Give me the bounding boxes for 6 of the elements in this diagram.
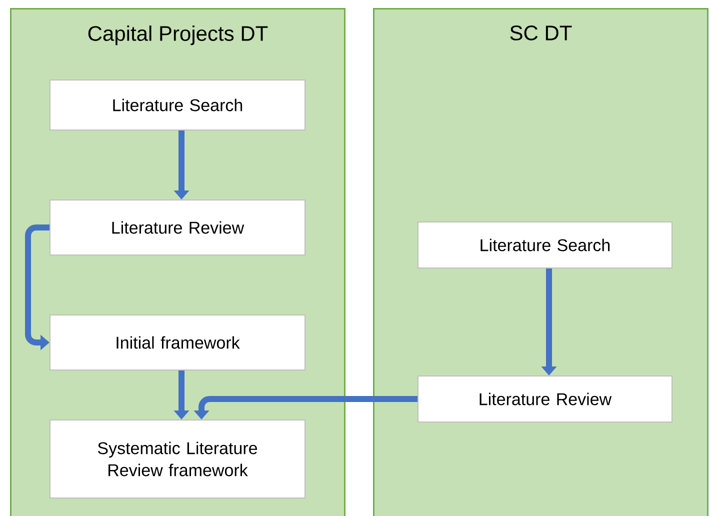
process-box: Literature Search [50, 80, 306, 130]
process-box: Literature Review [418, 376, 672, 422]
process-box: Literature Search [418, 222, 672, 268]
process-box: Literature Review [50, 200, 306, 256]
process-box: Initial framework [50, 314, 306, 370]
process-box: Systematic Literature Review framework [50, 420, 306, 498]
